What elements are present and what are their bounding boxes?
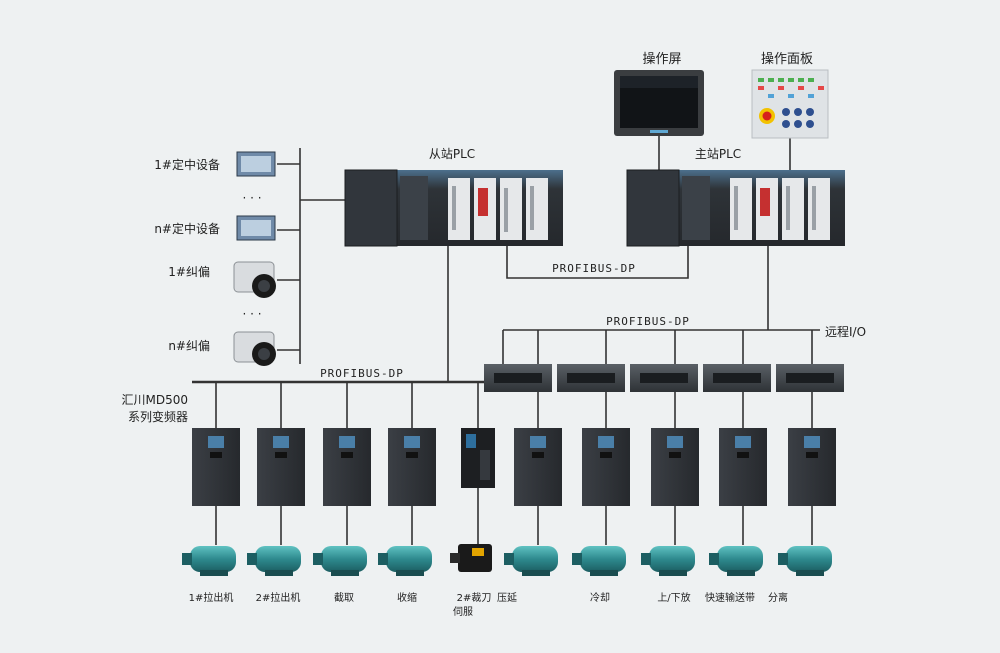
inverter-drive [788, 428, 836, 506]
motor-label: 2#裁刀 [457, 591, 492, 604]
motor-label-line2: 伺服 [453, 605, 473, 618]
motor-icon [182, 546, 236, 576]
camera-icon [233, 331, 276, 366]
remote-io-module [703, 364, 771, 392]
motor-label: 分离 [768, 591, 788, 604]
motor-icon [778, 546, 832, 576]
connection-lines [192, 134, 820, 545]
remote-io-modules [484, 364, 844, 392]
motor-label: 收缩 [397, 591, 417, 604]
remote-io-label: 远程I/O [825, 324, 866, 339]
operator-panel [751, 69, 829, 139]
device-label: n#纠偏 [168, 338, 210, 353]
motor-icon [641, 546, 695, 576]
motor-icon [313, 546, 367, 576]
drive-series-label-2: 系列变频器 [128, 409, 188, 424]
profibus-plc-link-label: PROFIBUS-DP [552, 262, 636, 275]
motor-labels: 1#拉出机 2#拉出机 截取 收缩 2#裁刀 伺服 压延 冷却 上/下放 快速输… [189, 591, 788, 618]
motor-icon [504, 546, 558, 576]
ellipsis-label: · · · [242, 307, 261, 321]
remote-io-module [776, 364, 844, 392]
motor-icon [378, 546, 432, 576]
drive-series-label-1: 汇川MD500 [122, 393, 189, 407]
slave-plc [344, 169, 563, 247]
centering-device-icon [236, 215, 276, 241]
master-plc [626, 169, 845, 247]
profibus-drive-bus-label: PROFIBUS-DP [320, 367, 404, 380]
profibus-remote-io-label: PROFIBUS-DP [606, 315, 690, 328]
remote-io-module [484, 364, 552, 392]
remote-io-module [630, 364, 698, 392]
motor-label: 2#拉出机 [256, 591, 301, 604]
inverter-drive [323, 428, 371, 506]
motor-icon [572, 546, 626, 576]
motor-icon [247, 546, 301, 576]
motor-label: 压延 [497, 592, 517, 604]
operator-panel-label: 操作面板 [761, 51, 813, 67]
servo-drive [461, 428, 495, 488]
operator-screen-label: 操作屏 [642, 51, 681, 67]
drives [192, 428, 836, 506]
inverter-drive [582, 428, 630, 506]
centering-device-icon [236, 151, 276, 177]
remote-io-module [557, 364, 625, 392]
operator-screen [614, 70, 704, 136]
slave-plc-label: 从站PLC [429, 147, 475, 161]
inverter-drive [388, 428, 436, 506]
motor-label: 截取 [334, 591, 354, 604]
inverter-drive [257, 428, 305, 506]
device-label: 1#定中设备 [154, 157, 220, 172]
device-label: 1#纠偏 [168, 264, 210, 279]
inverter-drive [651, 428, 699, 506]
inverter-drive [514, 428, 562, 506]
inverter-drive [719, 428, 767, 506]
field-devices: 1#定中设备 · · · n#定中设备 1#纠偏 · · · n#纠偏 [154, 151, 276, 366]
motors [182, 544, 832, 576]
motor-label: 快速输送带 [705, 591, 755, 604]
master-plc-label: 主站PLC [695, 147, 741, 161]
motor-label: 1#拉出机 [189, 591, 234, 604]
camera-icon [233, 261, 276, 298]
ellipsis-label: · · · [242, 191, 261, 205]
motor-icon [709, 546, 763, 576]
inverter-drive [192, 428, 240, 506]
motor-label: 冷却 [590, 591, 610, 604]
device-label: n#定中设备 [154, 221, 220, 236]
motor-label: 上/下放 [657, 591, 690, 604]
servo-motor-icon [450, 544, 492, 572]
